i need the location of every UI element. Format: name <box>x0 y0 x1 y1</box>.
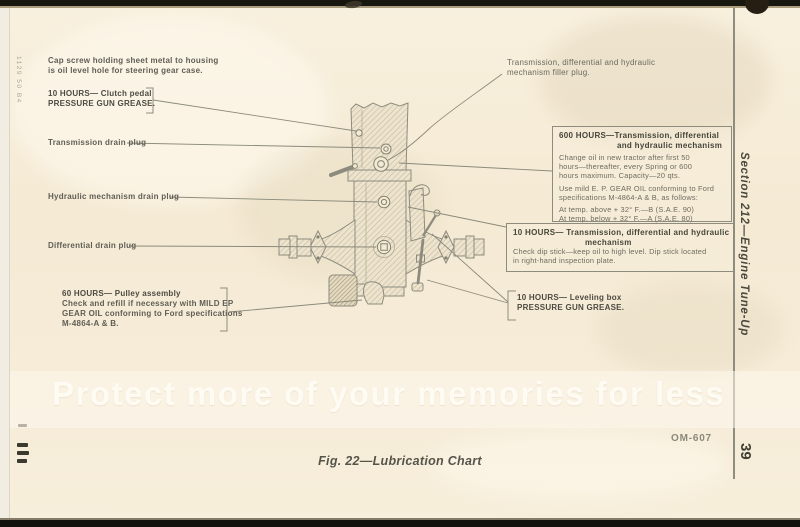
page-margin-rule <box>733 8 735 479</box>
watermark-band <box>0 371 800 428</box>
differential-drain-label: Differential drain plug <box>48 241 137 250</box>
leader-lines <box>126 73 553 313</box>
box-body-line: Change oil in new tractor after first 50 <box>559 153 690 162</box>
watermark-text: Protect more of your memories for less <box>52 375 726 412</box>
differential-drain-plug-marker <box>376 239 392 255</box>
transmission-housing-drawing <box>278 102 485 307</box>
box-header: 10 HOURS— Transmission, differential and… <box>513 228 730 237</box>
page-edge-line <box>0 6 800 8</box>
transmission-drain-label: Transmission drain plug <box>48 138 147 147</box>
doc-code: OM-607 <box>671 433 712 444</box>
page-edge-line <box>0 518 800 520</box>
box-header: mechanism <box>585 237 632 247</box>
cap-screw-note: Cap screw holding sheet metal to housing… <box>48 56 218 76</box>
leveling-box-drawing <box>408 187 426 242</box>
ink-mark <box>18 424 27 427</box>
plug-fittings <box>316 129 448 260</box>
filler-plug-label: Transmission, differential and hydraulic… <box>507 58 655 78</box>
edge-stamp: 1129 50 B4 <box>15 56 22 104</box>
note-line: is oil level hole for steering gear case… <box>48 66 203 75</box>
note-line: Cap screw holding sheet metal to housing <box>48 56 219 65</box>
ink-mark <box>17 451 29 455</box>
cap-screw-marker <box>355 129 363 137</box>
label-line: PRESSURE GUN GREASE. <box>48 99 156 108</box>
10-hours-transmission-box: 10 HOURS— Transmission, differential and… <box>506 223 734 272</box>
label-line: Transmission, differential and hydraulic <box>507 58 656 67</box>
box-header: and hydraulic mechanism <box>617 140 723 150</box>
section-tab: Section 212—Engine Tune-Up <box>738 152 750 337</box>
box-body-line: specifications M-4864-A & B, as follows: <box>559 192 699 202</box>
label-line: PRESSURE GUN GREASE. <box>517 303 625 312</box>
hydraulic-drain-label: Hydraulic mechanism drain plug <box>48 192 180 201</box>
box-body-line: hours—thereafter, every Spring or 600 <box>559 162 693 172</box>
box-body-line: in right-hand inspection plate. <box>513 256 616 266</box>
label-line: 10 HOURS— Leveling box <box>517 293 622 302</box>
label-line: GEAR OIL conforming to Ford specificatio… <box>62 309 243 318</box>
600-hours-box: 600 HOURS—Transmission, differential and… <box>552 126 732 224</box>
clutch-pedal-label: 10 HOURS— Clutch pedal PRESSURE GUN GREA… <box>48 89 155 109</box>
pulley-assembly-label: 60 HOURS— Pulley assembly Check and refi… <box>62 289 243 329</box>
binder-hole <box>745 0 769 14</box>
box-body-line: At temp. below + 32° F.—A (S.A.E. 80) <box>559 214 693 224</box>
figure-caption: Fig. 22—Lubrication Chart <box>318 454 482 468</box>
label-line: M-4864-A & B. <box>62 319 119 328</box>
photo-edge-top <box>0 0 800 6</box>
label-line: mechanism filler plug. <box>507 68 590 77</box>
box-body-line: Use mild E. P. GEAR OIL conforming to Fo… <box>559 183 715 193</box>
photo-edge-left <box>0 0 10 527</box>
label-brackets <box>146 87 516 332</box>
box-header: 600 HOURS—Transmission, differential <box>559 131 720 140</box>
photo-edge-bottom <box>0 520 800 527</box>
paper-stain <box>430 430 730 500</box>
box-body-line: hours maximum. Capacity—20 qts. <box>559 171 681 181</box>
paper-stain <box>540 15 770 145</box>
ink-mark <box>17 443 28 447</box>
label-line: 60 HOURS— Pulley assembly <box>62 289 181 298</box>
leveling-box-label: 10 HOURS— Leveling box PRESSURE GUN GREA… <box>517 293 624 313</box>
box-body-line: At temp. above + 32° F.—B (S.A.E. 90) <box>559 205 695 215</box>
box-body-line: Check dip stick—keep oil to high level. … <box>513 247 707 256</box>
paper-stain <box>10 15 330 205</box>
label-line: 10 HOURS— Clutch pedal <box>48 89 152 98</box>
page-number: 39 <box>737 443 754 460</box>
ink-mark <box>17 459 27 463</box>
label-line: Check and refill if necessary with MILD … <box>62 299 234 308</box>
paper-stain <box>600 285 780 375</box>
